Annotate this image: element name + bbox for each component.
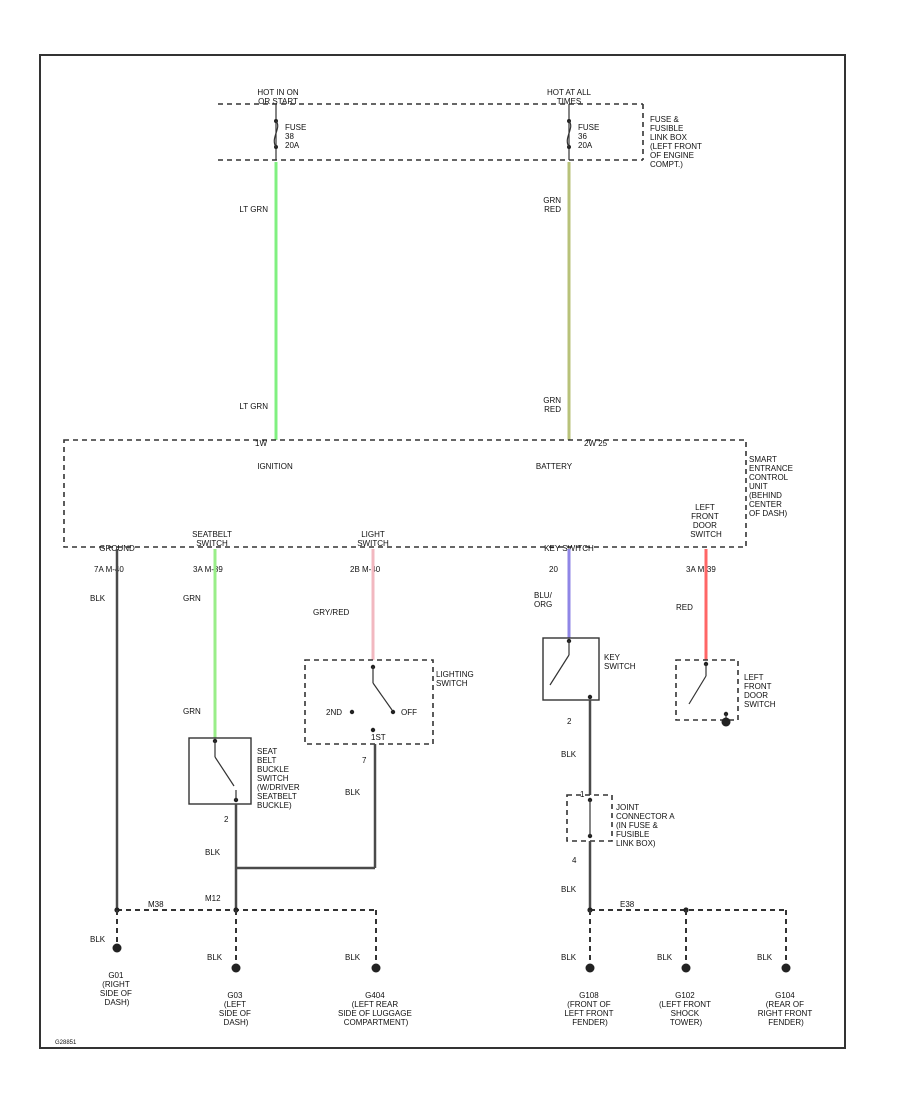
door-connector-label: LEFT FRONT DOOR SWITCH [690, 503, 722, 539]
wire-lt-grn-label-top: LT GRN [239, 205, 268, 214]
fuse-box-label: FUSE & FUSIBLE LINK BOX (LEFT FRONT OF E… [650, 115, 704, 169]
pin-key: 20 [549, 565, 558, 574]
wire-door-red-label: RED [676, 603, 693, 612]
joint-connector-a-box [566, 794, 613, 842]
smart-entrance-control-unit-box [63, 439, 747, 548]
joint-connector-a-label: JOINT CONNECTOR A (IN FUSE & FUSIBLE LIN… [616, 803, 676, 848]
fuse-36 [566, 104, 572, 160]
ground-g104-symbol [781, 963, 791, 973]
door-switch-box [675, 659, 739, 721]
wire-lighting-blk-label: BLK [345, 788, 361, 797]
key-switch-box [542, 637, 600, 701]
pin-seatbelt: 3A M-39 [193, 565, 223, 574]
joint-pin-4: 4 [572, 856, 577, 865]
pin-ground: 7A M-40 [94, 565, 124, 574]
wire-seatbelt-grn-label-2: GRN [183, 707, 201, 716]
fuse-38-label: FUSE 38 20A [285, 123, 309, 150]
ground-g404-wire-label: BLK [345, 953, 361, 962]
ground-g03-symbol [231, 963, 241, 973]
ground-g102-symbol [681, 963, 691, 973]
splice-e38: E38 [620, 900, 635, 909]
ground-g108-label: G108 (FRONT OF LEFT FRONT FENDER) [564, 991, 615, 1027]
wire-key-blu-org-label: BLU/ORG [534, 591, 553, 609]
wire-ground-blk-label: BLK [90, 594, 106, 603]
ground-g104-label: G104 (REAR OF RIGHT FRONT FENDER) [758, 991, 815, 1027]
figure-id: G28851 [55, 1040, 77, 1046]
wire-seatbelt-grn-label: GRN [183, 594, 201, 603]
key-switch-pin-2: 2 [567, 717, 572, 726]
ground-g108-symbol [585, 963, 595, 973]
door-switch-ground-dot [721, 717, 731, 727]
door-switch-label: LEFT FRONT DOOR SWITCH [744, 673, 776, 709]
ground-connector-label: GROUND [99, 544, 135, 553]
wire-joint-blk-label: BLK [561, 885, 577, 894]
battery-label: BATTERY [536, 462, 573, 471]
lighting-switch-1st: 1ST [371, 733, 386, 742]
ground-g01-label: G01 (RIGHT SIDE OF DASH) [100, 971, 134, 1007]
seat-belt-pin-2: 2 [224, 815, 229, 824]
ground-g102-wire-label: BLK [657, 953, 673, 962]
ground-g404-symbol [371, 963, 381, 973]
door-switch-blade [688, 675, 707, 705]
diagram-frame [39, 54, 846, 1049]
seat-belt-buckle-switch-box [188, 737, 252, 805]
key-connector-label: KEY SWITCH [544, 544, 594, 553]
pin-door: 3A M-39 [686, 565, 716, 574]
splice-m38: M38 [148, 900, 164, 909]
ground-g404-label: G404 (LEFT REAR SIDE OF LUGGAGE COMPARTM… [338, 991, 414, 1027]
smart-unit-label: SMART ENTRANCE CONTROL UNIT (BEHIND CENT… [749, 455, 795, 518]
lighting-pin-7: 7 [362, 756, 367, 765]
ground-g104-wire-label: BLK [757, 953, 773, 962]
ground-g102-label: G102 (LEFT FRONT SHOCK TOWER) [659, 991, 713, 1027]
lighting-switch-2nd: 2ND [326, 708, 342, 717]
wire-light-gry-red-label: GRY/RED [313, 608, 350, 617]
ground-g03-label: G03 (LEFT SIDE OF DASH) [219, 991, 253, 1027]
fuse-38 [273, 104, 279, 160]
splice-m12: M12 [205, 894, 221, 903]
ground-g01-wire-label: BLK [90, 935, 106, 944]
joint-pin-1: 1 [580, 790, 585, 799]
ignition-label: IGNITION [257, 462, 293, 471]
lighting-switch-off: OFF [401, 708, 417, 717]
key-switch-blade [549, 654, 570, 686]
lighting-switch-blade [372, 682, 393, 711]
wire-key-blk-label: BLK [561, 750, 577, 759]
ground-g01-symbol [112, 943, 122, 953]
lighting-switch-box [304, 659, 434, 745]
fuse-36-label: FUSE 36 20A [578, 123, 602, 150]
pin-battery: 2W 25 [584, 439, 608, 448]
seat-belt-switch-blade [214, 756, 235, 787]
ground-g03-wire-label: BLK [207, 953, 223, 962]
wire-lt-grn-label-bottom: LT GRN [239, 402, 268, 411]
seat-belt-switch-label: SEAT BELT BUCKLE SWITCH (W/DRIVER SEATBE… [257, 747, 302, 810]
pin-light: 2B M-40 [350, 565, 381, 574]
wire-seatbelt-blk-label: BLK [205, 848, 221, 857]
pin-ignition: 1W [255, 439, 267, 448]
ground-g108-wire-label: BLK [561, 953, 577, 962]
